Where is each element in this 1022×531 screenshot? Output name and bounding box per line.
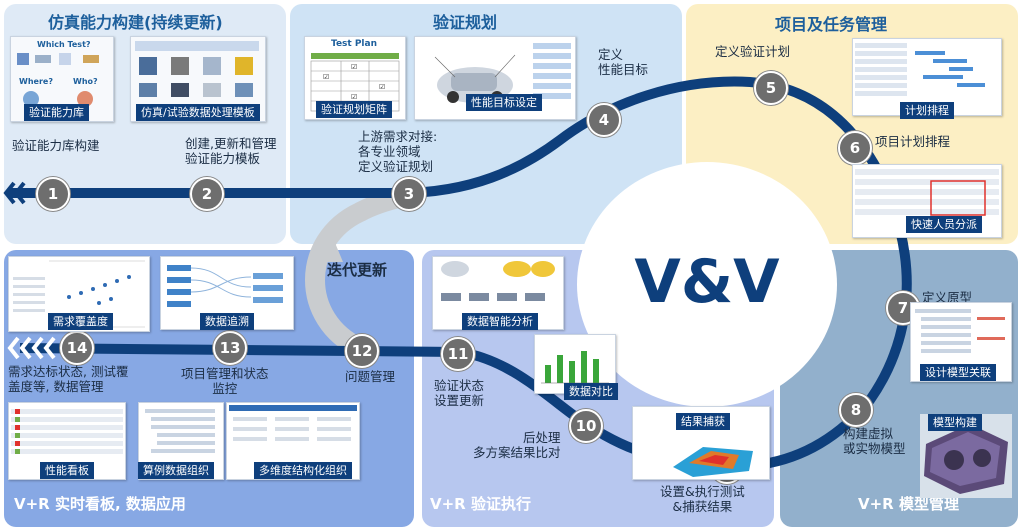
step-node-11[interactable]: 11 — [441, 337, 475, 371]
panel-title-execution: V+R 验证执行 — [430, 495, 531, 513]
svg-text:☑: ☑ — [323, 73, 329, 81]
smart-analysis-graphic — [441, 261, 555, 301]
step-label-10: 后处理 多方案结果比对 — [473, 430, 561, 460]
step-node-14[interactable]: 14 — [60, 331, 94, 365]
schedule-graphic — [855, 43, 985, 96]
caption-perf-board: 性能看板 — [40, 462, 94, 479]
step-label-8: 构建虚拟 或实物模型 — [843, 426, 906, 456]
step-node-13[interactable]: 13 — [213, 331, 247, 365]
model-build-graphic — [924, 424, 1008, 494]
step-label-12: 问题管理 — [345, 369, 396, 384]
caption-schedule: 计划排程 — [900, 102, 954, 119]
model-link-graphic — [915, 309, 1005, 353]
caption-multi-dim: 多维度结构化组织 — [254, 462, 352, 479]
caption-capability-lib: 验证能力库 — [24, 104, 89, 121]
panel-title-model: V+R 模型管理 — [858, 495, 959, 513]
step-label-7: 定义原型 — [922, 290, 973, 305]
svg-text:☑: ☑ — [351, 63, 357, 71]
step-node-12[interactable]: 12 — [345, 334, 379, 368]
caption-model-build: 模型构建 — [928, 414, 982, 431]
trace-graphic — [167, 265, 283, 307]
caption-template: 仿真/试验数据处理模板 — [136, 104, 260, 121]
panel-title-project: 项目及任务管理 — [775, 15, 888, 34]
step-node-1[interactable]: 1 — [36, 177, 70, 211]
step-label-1: 验证能力库构建 — [12, 138, 100, 153]
panel-title-capability: 仿真能力构建(持续更新) — [48, 13, 223, 32]
step-label-13: 项目管理和状态 监控 — [181, 366, 269, 396]
step-node-4[interactable]: 4 — [587, 103, 621, 137]
thumb-text-where: Where? — [19, 77, 53, 86]
step-node-3[interactable]: 3 — [392, 177, 426, 211]
step-node-10[interactable]: 10 — [569, 409, 603, 443]
caption-compare: 数据对比 — [564, 383, 618, 400]
capture-graphic — [673, 447, 753, 477]
caption-trace: 数据追溯 — [200, 313, 254, 330]
svg-text:☑: ☑ — [351, 93, 357, 101]
caption-model-link: 设计模型关联 — [920, 364, 996, 381]
panel-title-planning: 验证规划 — [433, 13, 498, 32]
test-plan-title: Test Plan — [331, 39, 378, 49]
step-label-11: 验证状态 设置更新 — [434, 378, 485, 408]
iteration-label: 迭代更新 — [327, 261, 388, 279]
step-node-8[interactable]: 8 — [839, 393, 873, 427]
template-graphic — [135, 41, 259, 97]
step-label-5: 定义验证计划 — [715, 44, 791, 59]
capability-graphic — [17, 53, 99, 107]
caption-plan-matrix: 验证规划矩阵 — [316, 101, 392, 118]
thumb-coverage[interactable] — [8, 256, 150, 332]
center-circle — [577, 162, 837, 407]
thumb-model-build[interactable] — [920, 414, 1012, 498]
caption-smart-analysis: 数据智能分析 — [462, 313, 538, 330]
step-label-2: 创建,更新和管理 验证能力模板 — [185, 136, 277, 166]
caption-perf-target: 性能目标设定 — [466, 94, 542, 111]
perf-board-graphic — [11, 409, 123, 454]
step-label-9: 设置&执行测试 &捕获结果 — [660, 484, 745, 514]
step-label-4: 定义 性能目标 — [598, 47, 649, 77]
multi-dim-graphic — [229, 405, 357, 441]
panel-title-dashboard: V+R 实时看板, 数据应用 — [14, 495, 186, 513]
step-label-3: 上游需求对接: 各专业领域 定义验证规划 — [358, 129, 438, 174]
svg-text:☑: ☑ — [379, 83, 385, 91]
assign-graphic — [855, 169, 999, 216]
caption-coverage: 需求覆盖度 — [48, 313, 113, 330]
step-node-5[interactable]: 5 — [754, 71, 788, 105]
step-label-14: 需求达标状态, 测试覆 盖度等, 数据管理 — [8, 364, 129, 394]
caption-assign: 快速人员分派 — [906, 216, 982, 233]
caption-capture: 结果捕获 — [676, 413, 730, 430]
iteration-arc — [305, 186, 412, 358]
step-node-2[interactable]: 2 — [190, 177, 224, 211]
step-node-6[interactable]: 6 — [838, 131, 872, 165]
start-chevrons — [3, 181, 26, 205]
end-chevrons — [7, 336, 56, 360]
thumb-text-which: Which Test? — [37, 40, 91, 49]
step-label-6: 项目计划排程 — [875, 134, 951, 149]
caption-case-data: 算例数据组织 — [138, 462, 214, 479]
thumb-text-who: Who? — [73, 77, 98, 86]
center-title: V&V — [634, 247, 780, 317]
case-data-graphic — [145, 409, 215, 453]
iteration-arrow-head — [313, 226, 343, 262]
